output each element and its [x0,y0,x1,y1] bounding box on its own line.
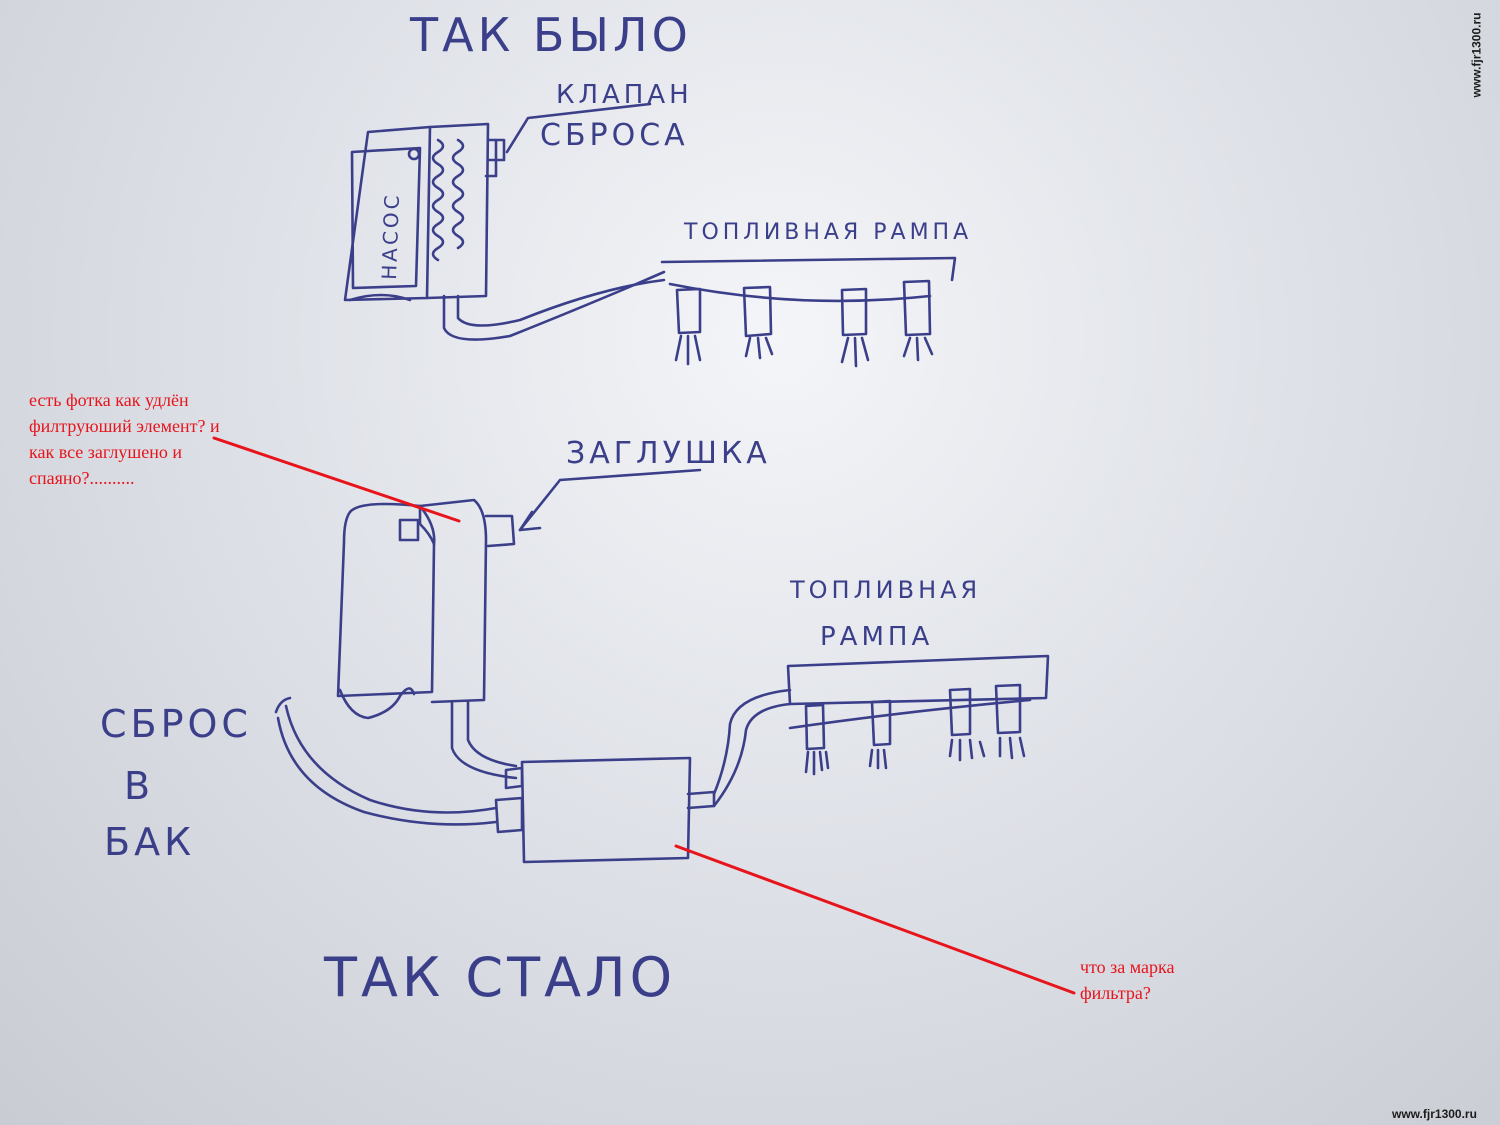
note-question-removed-filter: есть фотка как удлён филтруюший элемент?… [29,390,220,488]
watermark-corner: www.fjr1300.ru [1392,1107,1477,1121]
return-label-line2: В [124,764,155,808]
new-fuel-rail [786,654,1050,776]
plug-label: ЗАГЛУШКА [566,436,771,471]
annotation-pointer-plug [212,436,461,523]
pump-label: НАСОС [377,192,404,280]
return-label-line3: БАК [104,820,196,864]
fuel-rail-label-bottom-line2: РАМПА [820,622,934,652]
title-before: ТАК БЫЛО [410,8,692,62]
watermark-side: www.fjr1300.ru [1469,12,1484,98]
relief-valve-label-line1: КЛАПАН [556,80,693,110]
return-line-tip [274,696,292,714]
annotation-pointer-filter [674,844,1076,995]
old-pump-assembly [343,102,666,341]
new-pump-assembly [276,468,702,826]
title-after: ТАК СТАЛО [324,946,677,1009]
note-question-filter-brand: что за марка фильтра? [1080,957,1175,1003]
fuel-rail-label-bottom-line1: ТОПЛИВНАЯ [790,576,982,604]
fuel-filter [494,688,792,864]
return-label-line1: СБРОС [100,702,252,746]
relief-valve-label-line2: СБРОСА [540,118,689,153]
fuel-rail-label-top: ТОПЛИВНАЯ РАМПА [684,220,973,245]
old-fuel-rail [660,256,957,368]
